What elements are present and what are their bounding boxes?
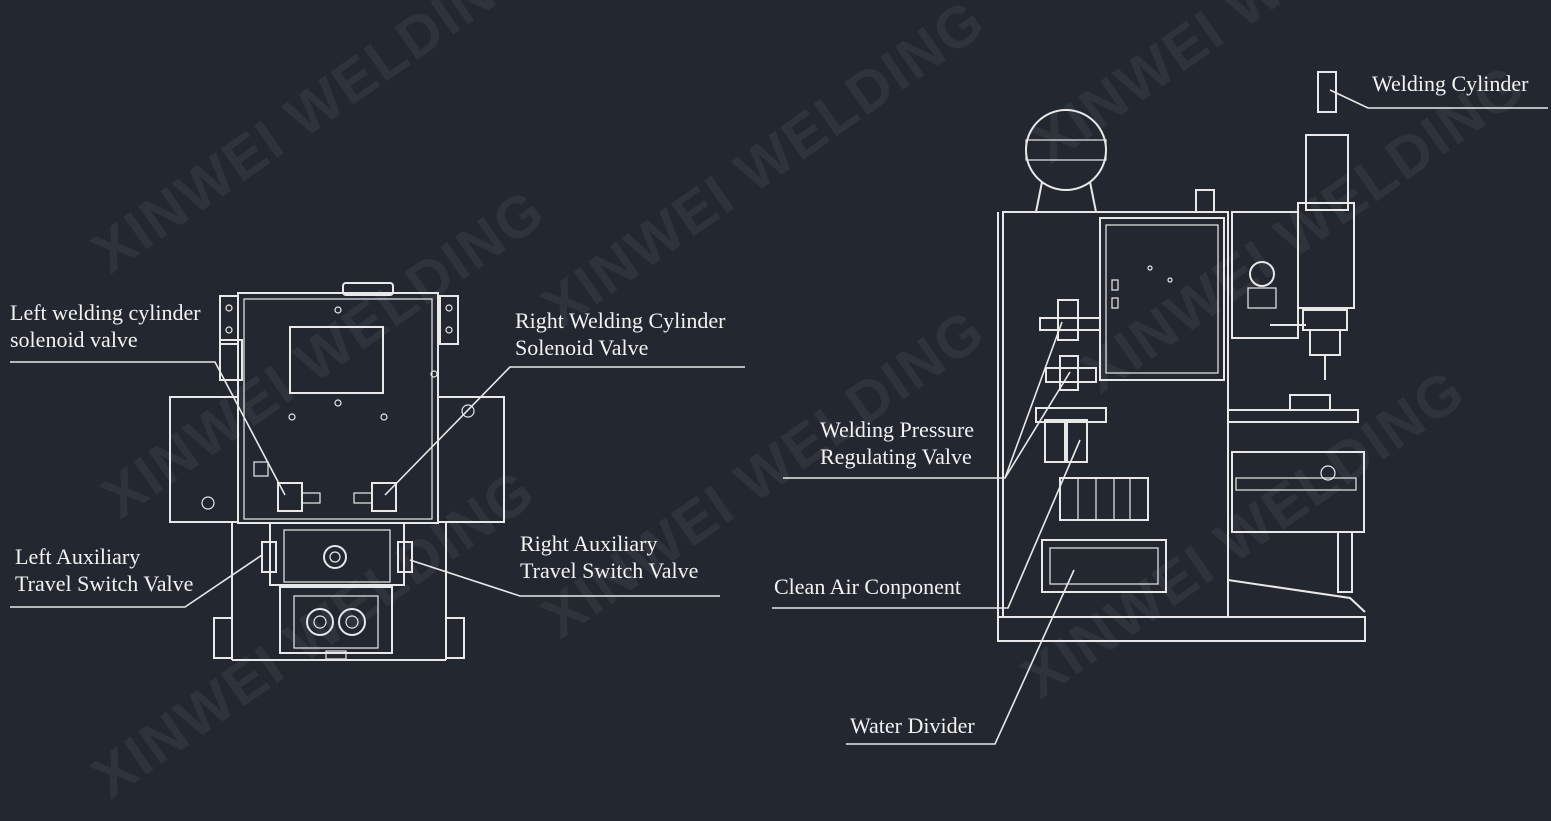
label-left-cylinder-valve-line1: Left welding cylinder <box>10 300 201 325</box>
label-right-aux-valve-line2: Travel Switch Valve <box>520 558 698 583</box>
label-left-aux-valve-line2: Travel Switch Valve <box>15 571 193 596</box>
label-clean-air: Clean Air Conponent <box>774 574 961 599</box>
top-view-machine <box>169 282 505 661</box>
label-right-aux-valve-line1: Right Auxiliary <box>520 531 658 556</box>
label-pressure-valve-line1: Welding Pressure <box>820 417 974 442</box>
labels: Left welding cylinder solenoid valve Rig… <box>10 71 1529 738</box>
label-right-cylinder-valve-line2: Solenoid Valve <box>515 335 648 360</box>
side-view-machine <box>997 71 1366 642</box>
watermark-group: XINWEI WELDING XINWEI WELDING XINWEI WEL… <box>80 0 1537 811</box>
label-right-cylinder-valve-line1: Right Welding Cylinder <box>515 308 726 333</box>
label-left-aux-valve-line1: Left Auxiliary <box>15 544 140 569</box>
label-welding-cylinder: Welding Cylinder <box>1372 71 1529 96</box>
label-left-cylinder-valve-line2: solenoid valve <box>10 327 138 352</box>
leader-lines <box>10 89 1548 745</box>
watermark: XINWEI WELDING <box>530 0 997 341</box>
label-water-divider: Water Divider <box>850 713 975 738</box>
label-pressure-valve-line2: Regulating Valve <box>820 444 972 469</box>
